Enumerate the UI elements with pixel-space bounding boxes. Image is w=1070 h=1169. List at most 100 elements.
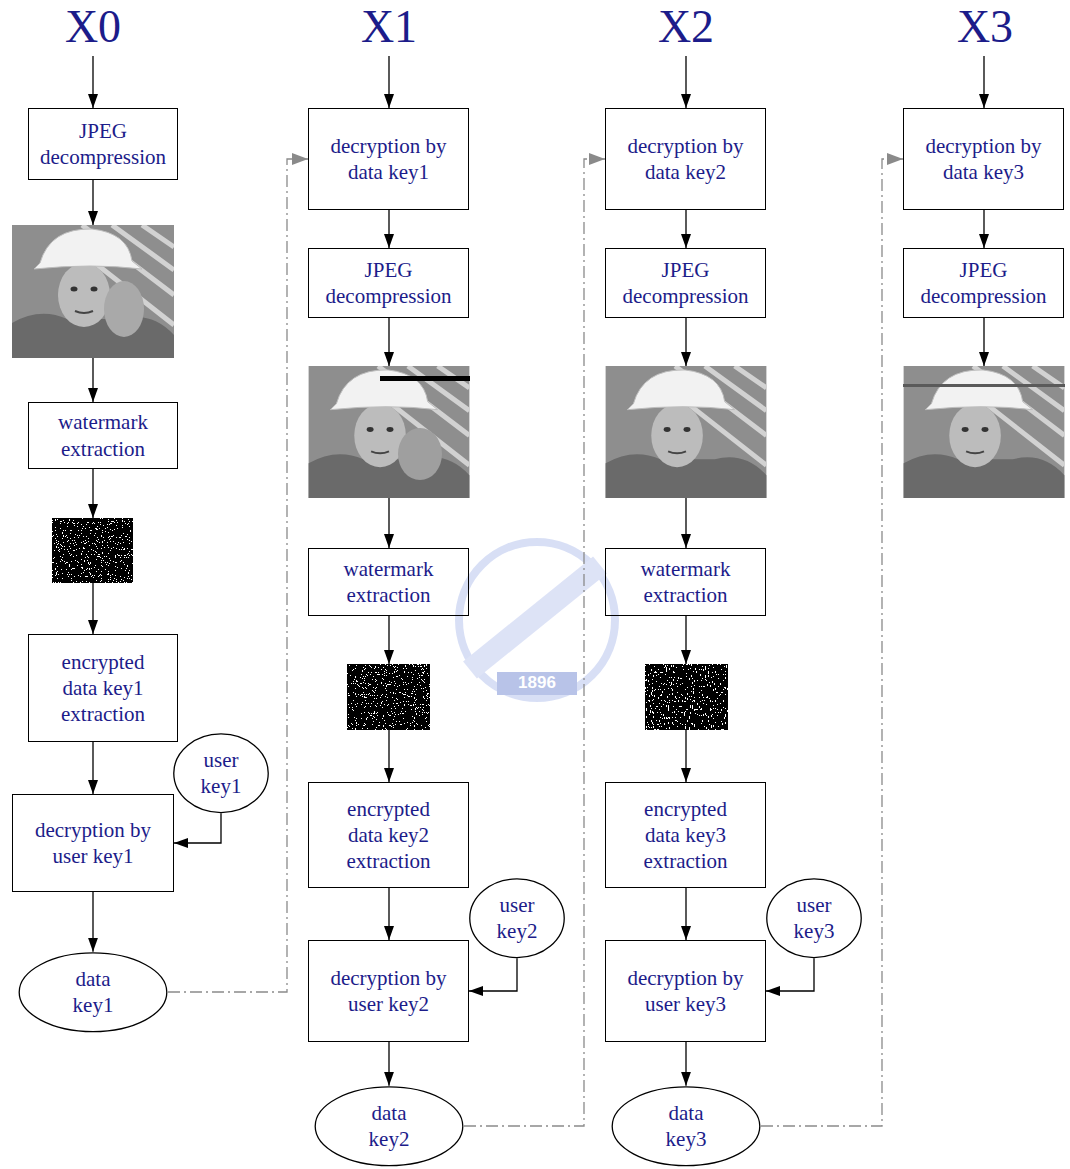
ellipse-outline bbox=[314, 1086, 464, 1167]
process-box: JPEG decompression bbox=[903, 248, 1064, 318]
flow-arrow bbox=[174, 813, 221, 843]
step-label: JPEG decompression bbox=[36, 118, 170, 171]
key-handoff-arrow bbox=[168, 159, 308, 992]
ellipse-shape bbox=[174, 734, 268, 813]
hand bbox=[104, 281, 144, 337]
column-title: X1 bbox=[361, 4, 417, 50]
ellipse-outline bbox=[469, 878, 565, 959]
watermark-pattern bbox=[645, 664, 728, 730]
flow-arrow bbox=[766, 958, 814, 991]
column-title: X0 bbox=[65, 4, 121, 50]
ellipse-shape bbox=[612, 1087, 760, 1166]
frame-image bbox=[606, 366, 767, 498]
decoded-frame bbox=[606, 366, 767, 498]
logo-year-band bbox=[497, 672, 577, 695]
logo-band bbox=[470, 565, 600, 670]
flow-arrow bbox=[685, 1042, 686, 1086]
column-title: X3 bbox=[957, 4, 1013, 50]
artifact-bar bbox=[380, 376, 470, 381]
artifact-bar bbox=[903, 384, 1065, 387]
process-box: encrypted data key3 extraction bbox=[605, 782, 766, 888]
flow-arrow bbox=[983, 210, 984, 248]
key-ellipse: user key3 bbox=[766, 878, 862, 959]
process-box: decryption by data key3 bbox=[903, 108, 1064, 210]
step-label: decryption by user key3 bbox=[621, 965, 751, 1018]
process-box: decryption by user key1 bbox=[12, 794, 174, 892]
flow-arrow bbox=[388, 730, 389, 782]
process-box: decryption by data key1 bbox=[308, 108, 469, 210]
ellipse-outline bbox=[766, 878, 862, 959]
key-ellipse: data key2 bbox=[314, 1086, 464, 1167]
ellipse-outline bbox=[18, 952, 168, 1033]
step-label: decryption by data key2 bbox=[621, 133, 751, 186]
key-ellipse: data key3 bbox=[611, 1086, 761, 1167]
hand bbox=[398, 428, 442, 480]
logo-year: 1896 bbox=[518, 674, 556, 691]
ellipse-outline bbox=[611, 1086, 761, 1167]
process-box: JPEG decompression bbox=[28, 108, 178, 180]
process-box: watermark extraction bbox=[28, 402, 178, 469]
flow-arrow bbox=[92, 56, 93, 108]
flow-arrow bbox=[388, 210, 389, 248]
flow-arrow bbox=[685, 730, 686, 782]
frame-image bbox=[309, 366, 470, 498]
process-box: decryption by user key2 bbox=[308, 940, 469, 1042]
frame-image bbox=[904, 366, 1065, 498]
flow-arrows bbox=[93, 56, 984, 782]
step-label: encrypted data key3 extraction bbox=[627, 796, 745, 875]
flow-arrow bbox=[388, 318, 389, 366]
process-box: watermark extraction bbox=[605, 548, 766, 616]
ellipse-shape bbox=[315, 1087, 463, 1166]
key-label: user key2 bbox=[487, 892, 547, 945]
ellipse-shape bbox=[19, 953, 167, 1032]
decoded-frame bbox=[12, 225, 174, 358]
step-label: decryption by user key2 bbox=[324, 965, 454, 1018]
column-title: X2 bbox=[658, 4, 714, 50]
flow-arrow bbox=[388, 616, 389, 664]
key-ellipse: data key1 bbox=[18, 952, 168, 1033]
flow-arrow bbox=[388, 498, 389, 548]
flow-arrow bbox=[685, 616, 686, 664]
step-label: JPEG decompression bbox=[911, 257, 1056, 310]
flow-arrow bbox=[388, 888, 389, 940]
flow-arrow bbox=[685, 56, 686, 108]
step-label: decryption by data key3 bbox=[919, 133, 1049, 186]
ellipse-shape bbox=[470, 879, 564, 958]
flow-arrow bbox=[388, 1042, 389, 1086]
logo-ring bbox=[459, 542, 615, 698]
process-box: JPEG decompression bbox=[605, 248, 766, 318]
watermark-pattern bbox=[52, 518, 133, 583]
step-label: decryption by user key1 bbox=[28, 817, 158, 870]
step-label: watermark extraction bbox=[44, 409, 162, 462]
logo-watermark bbox=[459, 542, 615, 698]
step-label: decryption by data key1 bbox=[324, 133, 454, 186]
flow-arrow bbox=[92, 358, 93, 402]
flow-arrow bbox=[983, 56, 984, 108]
key-label: data key1 bbox=[63, 966, 123, 1019]
key-ellipse: user key2 bbox=[469, 878, 565, 959]
step-label: watermark extraction bbox=[330, 556, 448, 609]
flow-arrow bbox=[92, 892, 93, 952]
flow-arrow bbox=[983, 318, 984, 366]
process-box: JPEG decompression bbox=[308, 248, 469, 318]
flow-arrow bbox=[92, 469, 93, 518]
process-box: decryption by user key3 bbox=[605, 940, 766, 1042]
flow-arrow bbox=[685, 888, 686, 940]
flow-arrow bbox=[685, 210, 686, 248]
step-label: JPEG decompression bbox=[613, 257, 758, 310]
decoded-frame bbox=[309, 366, 470, 498]
step-label: watermark extraction bbox=[627, 556, 745, 609]
key-handoff-arrow bbox=[761, 159, 903, 1126]
decoded-frame bbox=[903, 366, 1065, 498]
flow-arrow bbox=[92, 742, 93, 794]
process-box: encrypted data key2 extraction bbox=[308, 782, 469, 888]
key-label: data key2 bbox=[359, 1100, 419, 1153]
process-box: encrypted data key1 extraction bbox=[28, 634, 178, 742]
key-handoff-arrow bbox=[464, 159, 605, 1126]
step-label: encrypted data key1 extraction bbox=[44, 649, 162, 728]
step-label: JPEG decompression bbox=[316, 257, 461, 310]
process-box: watermark extraction bbox=[308, 548, 469, 616]
process-box: decryption by data key2 bbox=[605, 108, 766, 210]
step-label: encrypted data key2 extraction bbox=[330, 796, 448, 875]
ellipse-outline bbox=[173, 733, 269, 814]
